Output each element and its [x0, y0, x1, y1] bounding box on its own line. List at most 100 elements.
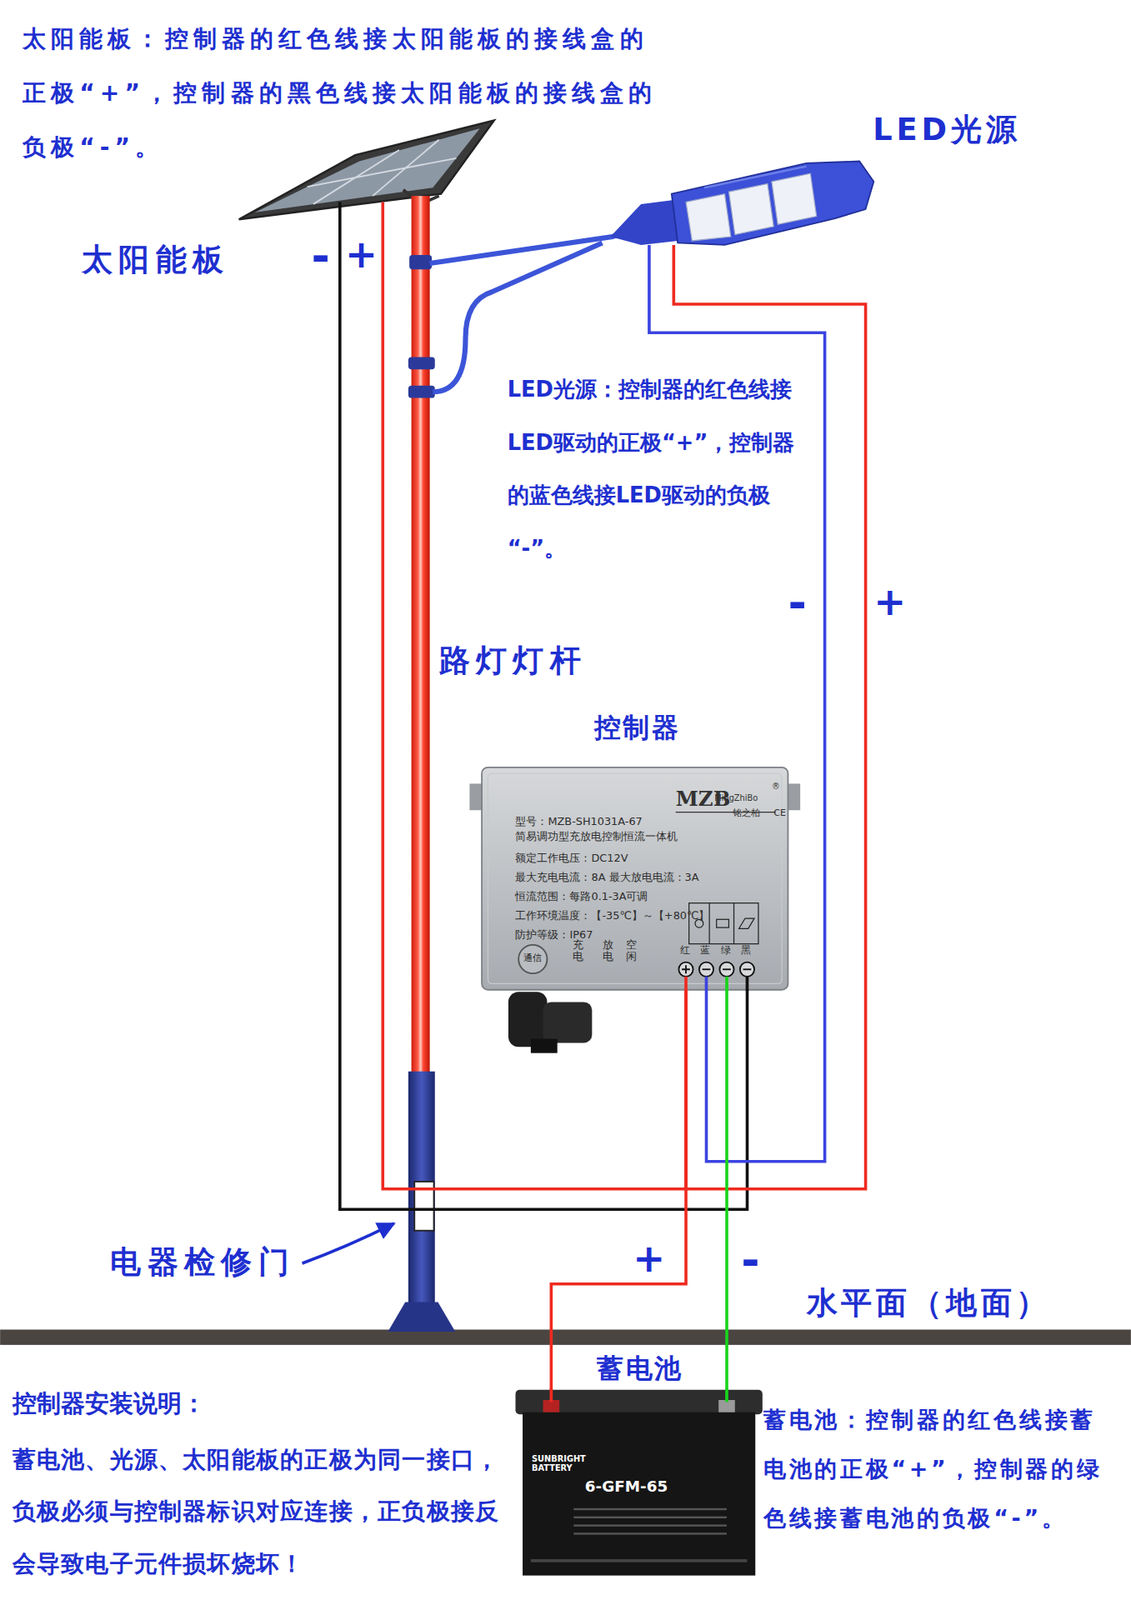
panel-cells: [255, 128, 480, 212]
note-heading: 控制器安装说明：: [12, 1390, 206, 1419]
node-heading: 太阳能板: [81, 242, 230, 278]
terminal-color: 黑: [740, 945, 751, 956]
wiring-note: 蓄电池：控制器的红色线接蓄电池的正极“+”，控制器的绿色线接蓄电池的负极“-”。: [763, 1396, 1111, 1543]
wire: [550, 990, 686, 1391]
wire-stub: [684, 976, 688, 991]
lamp-neck: [610, 200, 678, 246]
panel-frame: [239, 120, 495, 220]
battery-model: 6-GFM-65: [585, 1477, 668, 1496]
cell-line: [307, 158, 457, 187]
controller-box: 通信控制器MZBMingZhiBo®铭之柏CE型号：MZB-SH1031A-67…: [480, 765, 792, 991]
logo-rule: [675, 811, 776, 813]
status-label: 放电: [602, 939, 614, 963]
solar-panel-drawing: [239, 120, 495, 220]
leader-arrow: [302, 1223, 395, 1264]
terminal-divider: [733, 903, 735, 945]
spec-line: 最大充电电流：8A 最大放电电流：3A: [515, 871, 699, 885]
wire: [725, 990, 729, 1391]
terminal-color: 绿: [720, 945, 731, 956]
polarity-sign: +: [632, 1236, 666, 1282]
node-heading: 控制器: [594, 712, 681, 744]
battery-body: [522, 1412, 756, 1577]
comm-button-ring: [518, 945, 547, 974]
pole-clamp: [408, 385, 436, 399]
wire: [649, 245, 826, 1162]
node-heading: LED光源: [872, 112, 1021, 148]
spec-line: 额定工作电压：DC12V: [515, 852, 628, 866]
brand-name: MingZhiBo: [714, 793, 758, 803]
plus-mark: [681, 965, 691, 974]
spec-line: 型号：MZB-SH1031A-67: [515, 815, 642, 829]
wire-stub: [725, 976, 729, 991]
terminal-negative: [740, 962, 755, 977]
panel-icon: [739, 918, 755, 929]
registered-mark: ®: [771, 781, 781, 791]
comm-button: 通信: [518, 945, 547, 974]
pole-flange: [387, 1301, 456, 1332]
status-label: 空闲: [625, 939, 637, 963]
wire-stub: [745, 976, 750, 991]
cable-gland: [530, 1039, 558, 1054]
spec-rule: [573, 1516, 727, 1519]
wiring-note: 太阳能板：控制器的红色线接太阳能板的接线盒的正极“+”，控制器的黑色线接太阳能板…: [22, 12, 676, 176]
minus-mark: [702, 968, 711, 971]
led-lamp-drawing: [610, 160, 874, 245]
terminal-positive: [678, 962, 693, 977]
minus-mark: [722, 968, 731, 971]
install-note: 蓄电池、光源、太阳能板的正极为同一接口，负极必须与控制器标识对应连接，正负极接反…: [12, 1434, 508, 1591]
battery-icon: [716, 919, 730, 928]
terminal-block: [689, 903, 759, 945]
polarity-sign: +: [345, 232, 378, 278]
minus-mark: [743, 968, 752, 971]
battery-brand: SUNBRIGHT BATTERY: [531, 1455, 591, 1473]
wiring-note: LED光源：控制器的红色线接LED驱动的正极“+”，控制器的蓝色线接LED驱动的…: [507, 363, 814, 576]
brand-chinese: 铭之柏: [732, 808, 761, 820]
lamp-icon: [695, 919, 704, 928]
wire-stub: [705, 976, 709, 991]
spec-rule: [573, 1532, 727, 1535]
spec-line: 简易调功型充放电控制恒流一体机: [515, 830, 678, 844]
polarity-sign: -: [311, 230, 331, 283]
wire-stub: [725, 1389, 729, 1403]
polarity-sign: -: [740, 1235, 760, 1287]
terminal-color: 红: [680, 945, 691, 956]
terminal-negative: [719, 962, 734, 977]
terminal-color: 蓝: [700, 945, 711, 956]
led-module: [685, 194, 731, 241]
part-name: 路灯灯杆: [439, 643, 587, 679]
lamp-arm: [432, 242, 602, 392]
led-module: [771, 173, 817, 225]
led-lamp: LED光源: [637, 150, 875, 246]
spec-rule: [573, 1508, 727, 1511]
spec-line: 防护等级：IP67: [515, 929, 593, 942]
lamp-arm: [430, 226, 640, 264]
button-label: 通信: [523, 953, 542, 965]
brand-logo: MZB: [675, 787, 731, 811]
part-name: 电器检修门: [110, 1245, 296, 1281]
lamp-head: [671, 160, 874, 245]
wire: [382, 201, 686, 1189]
spec-line: 工作环境温度：【-35℃】～【+80℃】: [515, 910, 710, 923]
solar-panel: 太阳能板: [240, 120, 492, 203]
ce-mark: CE: [773, 808, 786, 820]
pole-clamp: [409, 255, 432, 270]
cable-gland: [508, 991, 548, 1047]
controller-inset: [487, 773, 782, 984]
spec-line: 恒流范围：每路0.1-3A可调: [515, 890, 648, 904]
polarity-sign: +: [873, 580, 906, 626]
polarity-sign: -: [787, 577, 806, 630]
terminal-divider: [709, 903, 711, 945]
battery-drawing: [515, 1389, 763, 1577]
lamp-pole: [387, 195, 639, 1332]
battery-box: 蓄电池SUNBRIGHT BATTERY6-GFM-65: [515, 1390, 762, 1577]
wire: [673, 245, 866, 1190]
led-module: [728, 183, 774, 235]
spec-rule: [530, 1559, 748, 1563]
spec-rule: [573, 1524, 727, 1527]
controller-body: [481, 767, 788, 991]
pole-upper: [411, 195, 431, 1076]
lamp-fin: [704, 166, 806, 189]
